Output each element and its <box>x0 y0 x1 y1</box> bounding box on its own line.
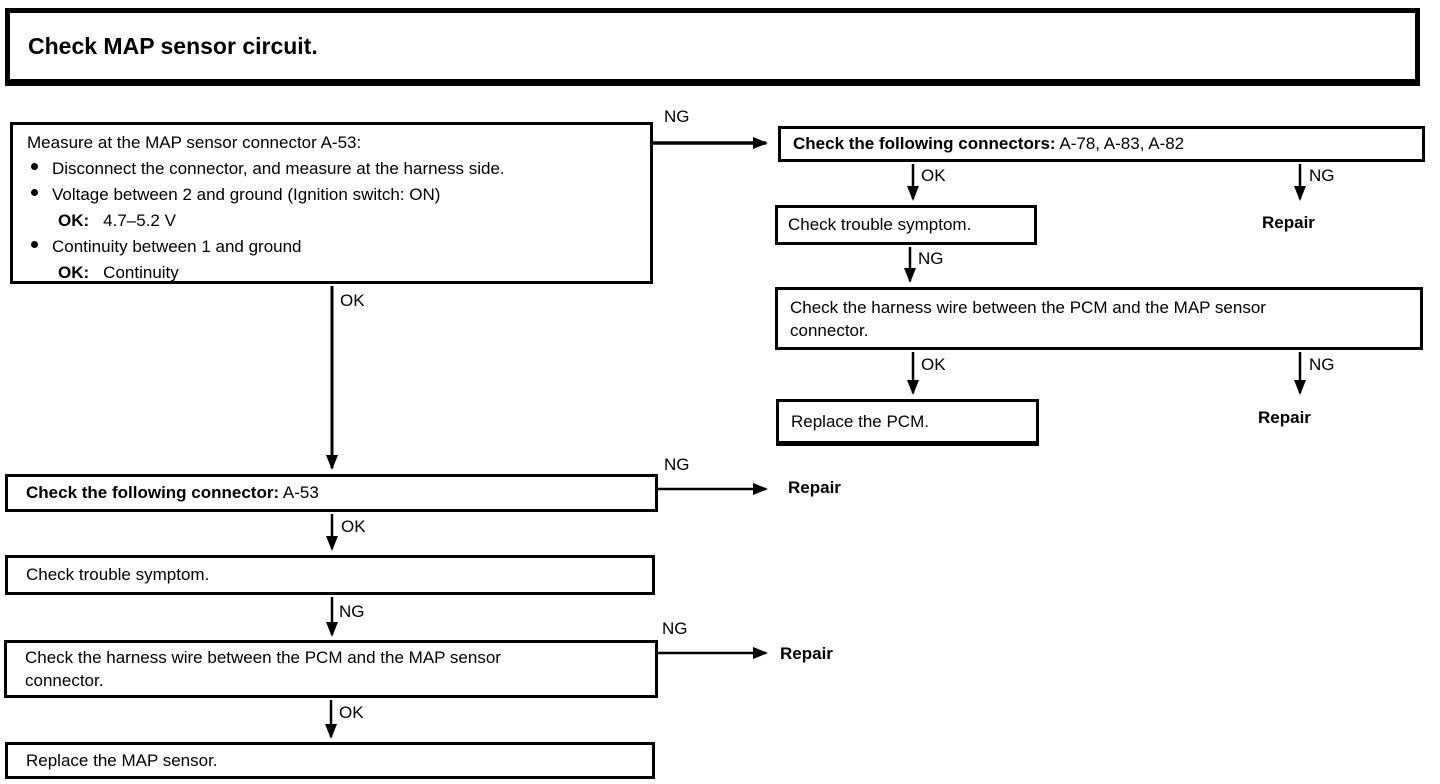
label-ok-a53: OK <box>341 517 366 536</box>
label-ng-main: NG <box>664 107 690 126</box>
label-ok-connectors: OK <box>921 166 946 185</box>
bullet-icon <box>31 163 38 170</box>
connector-a53-box: Check the following connector: A-53 <box>5 474 658 512</box>
harness-wire-right-box: Check the harness wire between the PCM a… <box>775 287 1423 350</box>
measure-box: Measure at the MAP sensor connector A-53… <box>10 122 653 284</box>
harness-left-line2: connector. <box>25 671 104 690</box>
bullet-icon <box>31 241 38 248</box>
title-box: Check MAP sensor circuit. <box>5 8 1420 86</box>
connector-a53-id: A-53 <box>282 483 319 502</box>
measure-bullet3: Continuity between 1 and ground <box>27 234 642 260</box>
repair-text-3: Repair <box>788 478 841 497</box>
label-ng-trouble-right: NG <box>918 249 944 268</box>
repair-text-1: Repair <box>1262 213 1315 232</box>
page-title: Check MAP sensor circuit. <box>28 33 318 59</box>
measure-bullet2: Voltage between 2 and ground (Ignition s… <box>27 182 642 208</box>
label-ng-a53: NG <box>664 455 690 474</box>
measure-ok-voltage: OK:4.7–5.2 V <box>58 211 176 230</box>
measure-bullet1: Disconnect the connector, and measure at… <box>27 156 642 182</box>
trouble-symptom-right-box: Check trouble symptom. <box>775 205 1037 245</box>
trouble-symptom-left-box: Check trouble symptom. <box>5 555 655 595</box>
trouble-symptom-left-text: Check trouble symptom. <box>26 565 210 584</box>
repair-text-2: Repair <box>1258 408 1311 427</box>
connector-a53-label: Check the following connector: <box>26 483 280 502</box>
replace-pcm-text: Replace the PCM. <box>791 411 929 431</box>
repair-text-4: Repair <box>780 644 833 663</box>
connectors-check-box: Check the following connectors: A-78, A-… <box>778 126 1425 162</box>
harness-right-line1: Check the harness wire between the PCM a… <box>790 297 1266 317</box>
harness-right-line2: connector. <box>790 320 869 340</box>
replace-pcm-box: Replace the PCM. <box>776 399 1039 446</box>
measure-ok-continuity: OK:Continuity <box>58 263 179 282</box>
measure-line1: Measure at the MAP sensor connector A-53… <box>27 133 362 152</box>
label-ng-harness-right: NG <box>1309 355 1335 374</box>
label-ok-harness-right: OK <box>921 355 946 374</box>
harness-wire-left-box: Check the harness wire between the PCM a… <box>4 640 658 698</box>
bullet-icon <box>31 189 38 196</box>
label-ng-trouble-left: NG <box>339 602 365 621</box>
label-ok-harness-left: OK <box>339 703 364 722</box>
label-ng-connectors: NG <box>1309 166 1335 185</box>
replace-map-text: Replace the MAP sensor. <box>26 750 218 770</box>
connectors-check-ids: A-78, A-83, A-82 <box>1059 134 1185 153</box>
replace-map-box: Replace the MAP sensor. <box>5 742 655 779</box>
connectors-check-label: Check the following connectors: <box>793 134 1056 153</box>
label-ng-harness-left: NG <box>662 619 688 638</box>
trouble-symptom-right-text: Check trouble symptom. <box>788 215 972 234</box>
label-ok-main: OK <box>340 291 365 310</box>
harness-left-line1: Check the harness wire between the PCM a… <box>25 648 501 667</box>
